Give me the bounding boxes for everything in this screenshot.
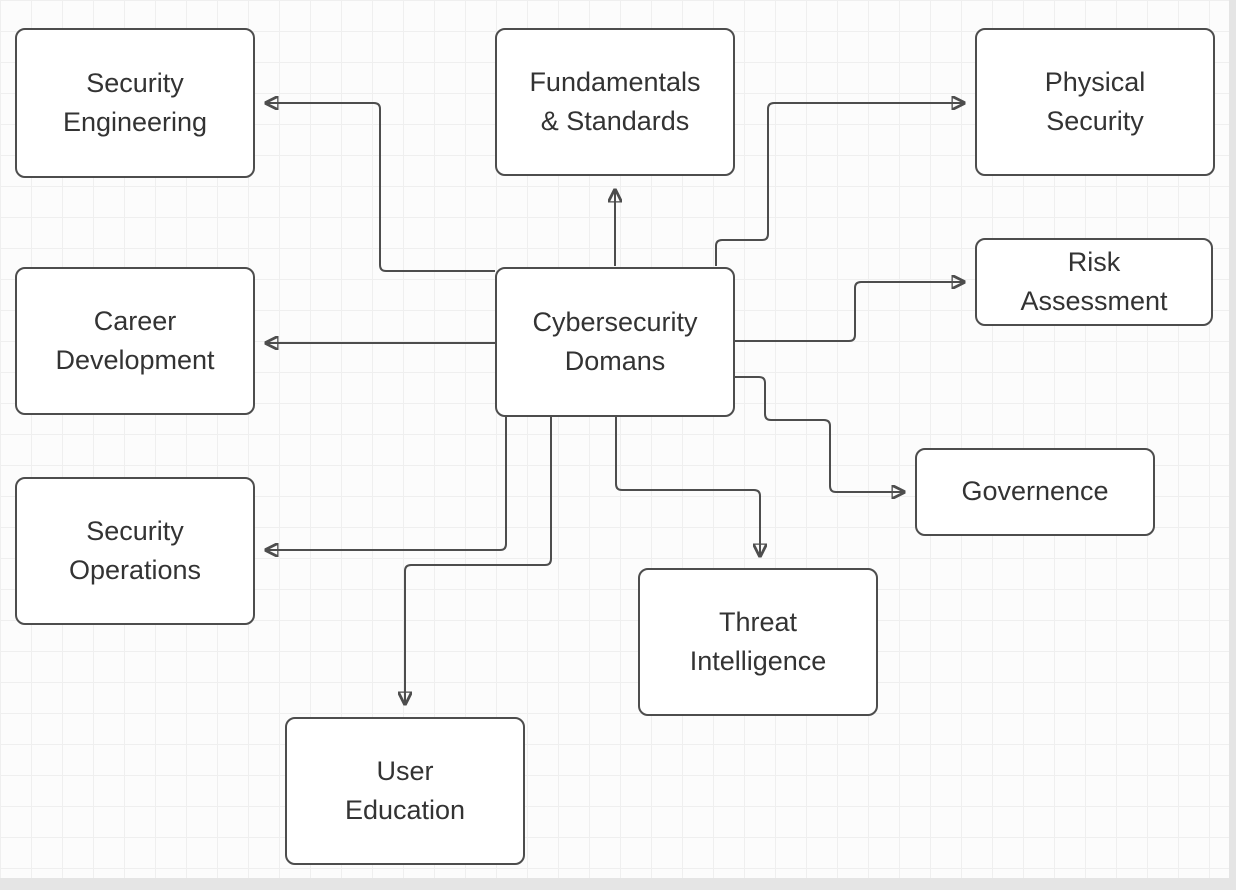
- node-cybersecurity-domans-label: Cybersecurity Domans: [532, 306, 698, 376]
- edge-cybersecurity-domans-to-user-education[interactable]: [405, 417, 552, 704]
- node-security-engineering-label: Security Engineering: [62, 67, 208, 137]
- node-user-education[interactable]: User Education: [285, 717, 525, 865]
- node-fundamentals-standards-label: Fundamentals & Standards: [529, 66, 701, 136]
- edge-cybersecurity-domans-to-risk-assessment[interactable]: [735, 282, 964, 342]
- node-risk-assessment[interactable]: Risk Assessment: [975, 238, 1213, 326]
- edge-cybersecurity-domans-to-security-operations[interactable]: [266, 417, 507, 550]
- node-cybersecurity-domans[interactable]: Cybersecurity Domans: [495, 267, 735, 417]
- edge-cybersecurity-domans-to-governence[interactable]: [735, 376, 904, 492]
- canvas-edge-bottom: [0, 878, 1236, 890]
- node-physical-security[interactable]: Physical Security: [975, 28, 1215, 176]
- node-career-development-label: Career Development: [55, 305, 215, 375]
- edge-cybersecurity-domans-to-physical-security[interactable]: [715, 103, 964, 266]
- node-security-operations[interactable]: Security Operations: [15, 477, 255, 625]
- node-threat-intelligence[interactable]: Threat Intelligence: [638, 568, 878, 716]
- canvas-edge-right: [1229, 0, 1236, 890]
- node-career-development[interactable]: Career Development: [15, 267, 255, 415]
- node-risk-assessment-label: Risk Assessment: [1020, 246, 1168, 316]
- node-threat-intelligence-label: Threat Intelligence: [689, 606, 827, 676]
- edge-cybersecurity-domans-to-security-engineering[interactable]: [266, 103, 495, 272]
- edge-cybersecurity-domans-to-threat-intelligence[interactable]: [615, 417, 760, 556]
- node-security-engineering[interactable]: Security Engineering: [15, 28, 255, 178]
- node-security-operations-label: Security Operations: [68, 515, 202, 585]
- node-fundamentals-standards[interactable]: Fundamentals & Standards: [495, 28, 735, 176]
- node-physical-security-label: Physical Security: [1044, 66, 1146, 136]
- node-user-education-label: User Education: [344, 755, 466, 825]
- node-governence-label: Governence: [961, 476, 1109, 507]
- node-governence[interactable]: Governence: [915, 448, 1155, 536]
